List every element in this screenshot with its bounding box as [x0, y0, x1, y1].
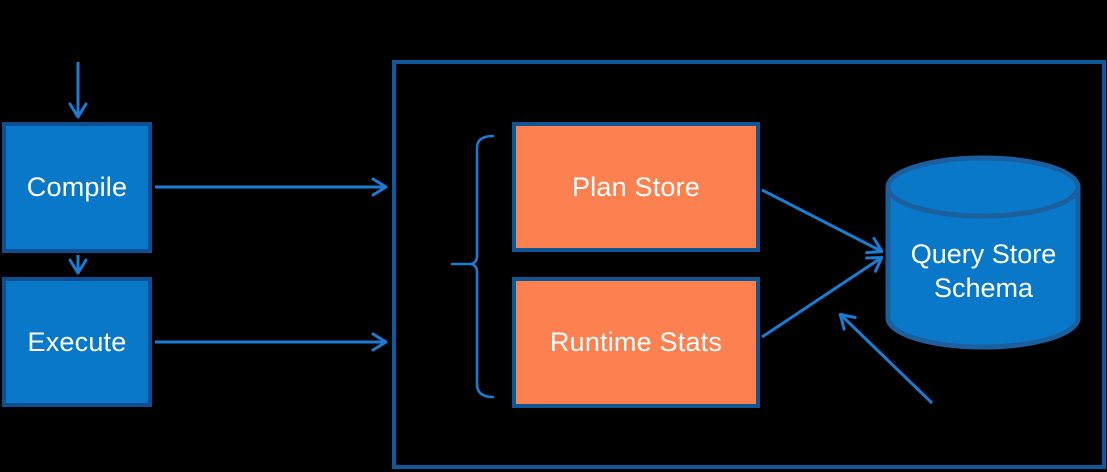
- plan-store-label: Plan Store: [571, 171, 701, 202]
- query-store-container: [392, 60, 1106, 469]
- execute-label: Execute: [27, 326, 127, 357]
- query-store-schema-label: Query Store Schema: [910, 239, 1057, 303]
- compile-node: Compile: [2, 122, 152, 253]
- arrow-plan-store-to-schema: [761, 188, 884, 255]
- runtime-stats-node: Runtime Stats: [512, 277, 760, 408]
- runtime-stats-label: Runtime Stats: [549, 327, 723, 357]
- plan-store-node: Plan Store: [512, 122, 760, 252]
- execute-node: Execute: [2, 277, 152, 407]
- arrow-async-to-schema: [838, 312, 934, 405]
- compile-label: Compile: [26, 172, 128, 202]
- arrow-runtime-stats-to-schema: [761, 255, 884, 339]
- group-brace: [450, 134, 495, 399]
- query-store-schema-cylinder: [885, 155, 1081, 350]
